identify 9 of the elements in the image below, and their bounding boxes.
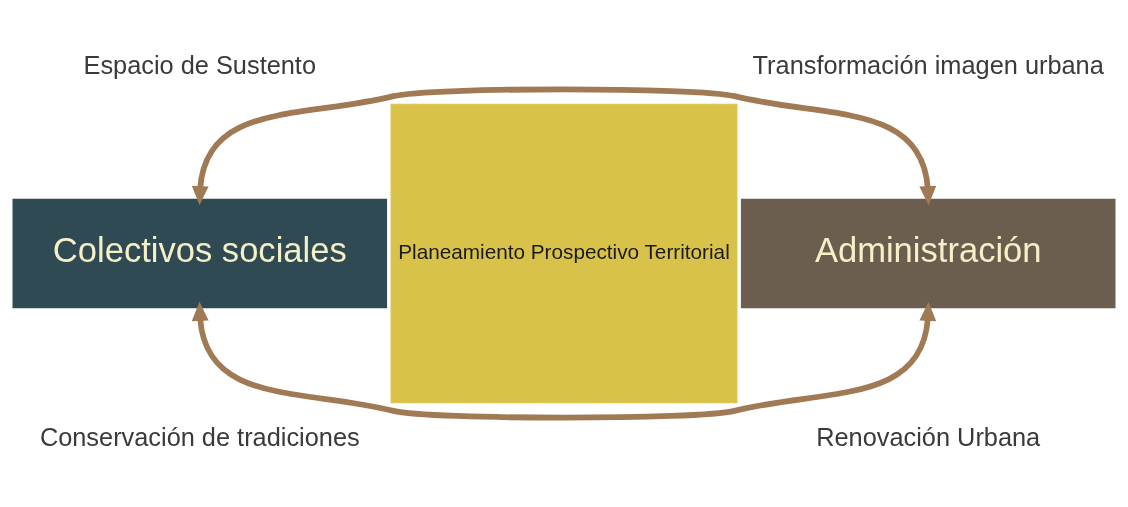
node-box: Administración: [740, 198, 1116, 309]
arrow: [191, 301, 937, 421]
label: Renovación Urbana: [816, 423, 1041, 452]
node-box: Planeamiento Prospectivo Territorial: [390, 103, 738, 404]
arrow: [191, 86, 937, 206]
label: Espacio de Sustento: [83, 50, 317, 79]
label: Transformación imagen urbana: [752, 50, 1104, 79]
node-box: Colectivos sociales: [12, 198, 388, 309]
label: Conservación de tradiciones: [39, 423, 360, 452]
